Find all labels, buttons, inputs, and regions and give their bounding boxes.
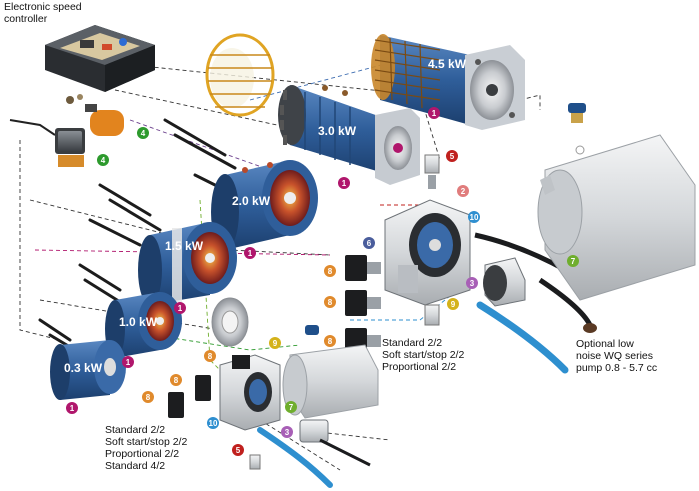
motor-label-1-0kw: 1.0 kW — [119, 315, 158, 329]
svg-text:2: 2 — [461, 187, 466, 196]
svg-text:8: 8 — [328, 298, 333, 307]
motor-label-2-0kw: 2.0 kW — [232, 194, 271, 208]
badge-4: 4 — [137, 127, 149, 139]
svg-text:5: 5 — [236, 446, 241, 455]
motor-kw-labels: 4.5 kW 3.0 kW 2.0 kW 1.5 kW 1.0 kW 0.3 k… — [64, 57, 467, 375]
motor-label-3-0kw: 3.0 kW — [318, 124, 357, 138]
badge-8: 8 — [324, 265, 336, 277]
flange-disc — [211, 297, 249, 347]
badge-5: 5 — [232, 444, 244, 456]
motor-label-4-5kw: 4.5 kW — [428, 57, 467, 71]
svg-text:1: 1 — [126, 358, 131, 367]
svg-text:7: 7 — [289, 403, 294, 412]
label-valve-options-right: Standard 2/2 Soft start/stop 2/2 Proport… — [382, 337, 465, 373]
badge-8: 8 — [324, 296, 336, 308]
oil-tank-large — [537, 103, 696, 301]
fan-guard — [205, 33, 275, 117]
badge-1: 1 — [174, 302, 186, 314]
badge-8: 8 — [142, 391, 154, 403]
badge-8: 8 — [170, 374, 182, 386]
svg-text:3: 3 — [470, 279, 475, 288]
svg-text:1: 1 — [432, 109, 437, 118]
svg-text:4: 4 — [141, 129, 146, 138]
svg-text:8: 8 — [208, 352, 213, 361]
svg-text:6: 6 — [367, 239, 372, 248]
svg-text:1: 1 — [70, 404, 75, 413]
badge-3: 3 — [466, 277, 478, 289]
svg-text:7: 7 — [571, 257, 576, 266]
svg-text:1: 1 — [342, 179, 347, 188]
svg-text:10: 10 — [209, 419, 218, 428]
badge-5: 5 — [446, 150, 458, 162]
svg-text:4: 4 — [101, 156, 106, 165]
contactor-assembly — [9, 94, 124, 167]
badge-8: 8 — [204, 350, 216, 362]
badge-10: 10 — [468, 211, 480, 223]
svg-text:8: 8 — [174, 376, 179, 385]
badge-10: 10 — [207, 417, 219, 429]
badge-4: 4 — [97, 154, 109, 166]
motor-1-0kw — [105, 292, 182, 358]
motor-4-5kw — [371, 34, 525, 130]
oil-tank-small — [282, 325, 379, 419]
badge-1: 1 — [66, 402, 78, 414]
svg-text:8: 8 — [328, 337, 333, 346]
svg-text:1: 1 — [248, 249, 253, 258]
svg-text:3: 3 — [285, 428, 290, 437]
svg-text:9: 9 — [273, 339, 278, 348]
motor-3-0kw — [278, 85, 420, 185]
svg-text:8: 8 — [146, 393, 151, 402]
label-optional-pump: Optional low noise WQ series pump 0.8 - … — [576, 338, 658, 374]
badge-8: 8 — [324, 335, 336, 347]
svg-text:9: 9 — [451, 300, 456, 309]
svg-text:5: 5 — [450, 152, 455, 161]
badge-9: 9 — [269, 337, 281, 349]
badge-7: 7 — [285, 401, 297, 413]
motor-1-5kw — [138, 222, 237, 305]
badge-1: 1 — [338, 177, 350, 189]
badge-2: 2 — [457, 185, 469, 197]
badge-6: 6 — [363, 237, 375, 249]
speed-controller — [45, 25, 155, 92]
svg-text:1: 1 — [178, 304, 183, 313]
motor-label-0-3kw: 0.3 kW — [64, 361, 103, 375]
motor-label-1-5kw: 1.5 kW — [165, 239, 204, 253]
fittings-top — [424, 154, 440, 326]
pump-manifold-center — [384, 199, 471, 306]
label-valve-options-left: Standard 2/2 Soft start/stop 2/2 Proport… — [105, 424, 188, 472]
svg-text:10: 10 — [470, 213, 479, 222]
motor-0-3kw — [50, 340, 126, 400]
badge-1: 1 — [122, 356, 134, 368]
svg-text:8: 8 — [328, 267, 333, 276]
badge-9: 9 — [447, 298, 459, 310]
pump-manifold-lower — [168, 354, 371, 488]
badge-7: 7 — [567, 255, 579, 267]
badge-1: 1 — [244, 247, 256, 259]
badge-3: 3 — [281, 426, 293, 438]
solenoid-valves-right — [345, 255, 381, 354]
badge-1: 1 — [428, 107, 440, 119]
label-electronic-speed-controller: Electronic speed controller — [4, 1, 82, 25]
part-badges: 1 1 1 1 1 1 2 3 3 4 4 5 5 6 7 7 8 8 8 8 … — [66, 107, 579, 456]
